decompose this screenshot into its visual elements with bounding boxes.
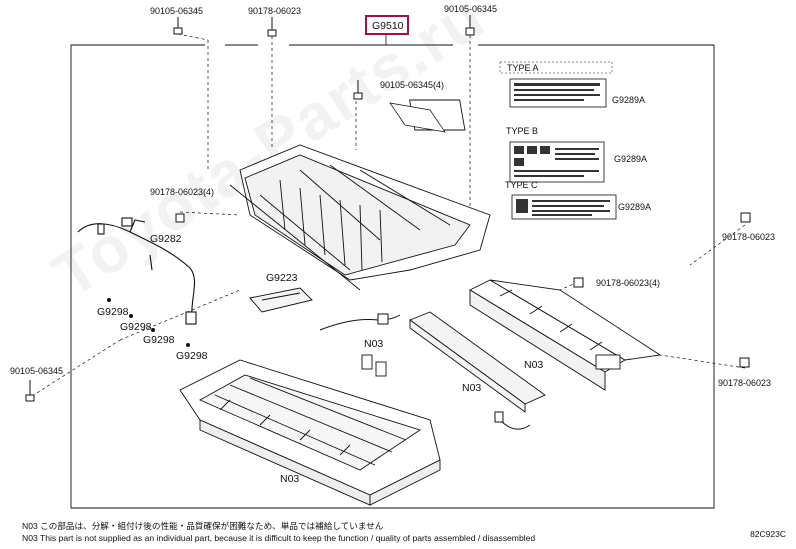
callout-bolt-top-left[interactable]: 90105-06345 <box>150 6 203 16</box>
callout-label-a[interactable]: G9289A <box>612 95 645 105</box>
callout-nut-mid-right[interactable]: 90178-06023(4) <box>596 278 660 288</box>
callout-main-highlight <box>365 15 409 35</box>
type-b-heading: TYPE B <box>506 126 538 136</box>
bolt-icon <box>173 17 183 35</box>
wire-harness <box>77 217 197 325</box>
callout-g9298-b[interactable]: G9298 <box>120 321 152 333</box>
callout-g9298-d[interactable]: G9298 <box>176 350 208 362</box>
nut-icon <box>739 357 750 368</box>
nut-icon <box>573 277 584 288</box>
type-a-heading: TYPE A <box>507 63 539 73</box>
footnote-english: N03 This part is not supplied as an indi… <box>22 533 536 543</box>
callout-g9298-c[interactable]: G9298 <box>143 334 175 346</box>
figure-code: 82C923C <box>750 529 786 539</box>
callout-bolt-top-right[interactable]: 90105-06345 <box>444 4 497 14</box>
callout-nut-left[interactable]: 90178-06023(4) <box>150 187 214 197</box>
callout-label-b[interactable]: G9289A <box>614 154 647 164</box>
footnote-japanese: N03 この部品は、分解・組付け後の性能・品質確保が困難なため、単品では補給して… <box>22 521 384 531</box>
callout-g9282[interactable]: G9282 <box>150 233 182 245</box>
callout-main[interactable]: G9510 <box>372 20 404 32</box>
callout-nut-right-lower[interactable]: 90178-06023 <box>718 378 771 388</box>
bus-bar-module <box>469 279 662 391</box>
bolt-icon <box>465 15 475 36</box>
callout-n03-c[interactable]: N03 <box>462 382 481 394</box>
label-sticker <box>389 102 446 133</box>
nut-icon <box>740 212 751 223</box>
callout-bolt-left[interactable]: 90105-06345 <box>10 366 63 376</box>
callout-n03-b[interactable]: N03 <box>524 359 543 371</box>
callout-bolt-center[interactable]: 90105-06345(4) <box>380 80 444 90</box>
bracket-part <box>249 287 313 313</box>
callout-n03-d[interactable]: N03 <box>280 473 299 485</box>
battery-cover <box>229 99 491 291</box>
callout-nut-right-upper[interactable]: 90178-06023 <box>722 232 775 242</box>
diagram-frame <box>70 44 715 509</box>
nut-icon <box>267 17 277 37</box>
bus-bar-module <box>409 311 546 413</box>
guide-lines <box>31 33 746 397</box>
sensor-wire <box>319 313 531 430</box>
callout-g9223[interactable]: G9223 <box>266 272 298 284</box>
callout-n03-a[interactable]: N03 <box>364 338 383 350</box>
type-c-heading: TYPE C <box>505 180 538 190</box>
callout-g9298-a[interactable]: G9298 <box>97 306 129 318</box>
nut-icon <box>175 213 185 223</box>
battery-module-stack <box>179 359 441 506</box>
clip-icon <box>107 298 190 347</box>
callout-nut-top[interactable]: 90178-06023 <box>248 6 301 16</box>
clip-part <box>361 354 387 377</box>
type-panel <box>499 61 617 220</box>
bolt-icon <box>353 80 363 100</box>
callout-label-c[interactable]: G9289A <box>618 202 651 212</box>
bolt-icon <box>25 380 35 402</box>
